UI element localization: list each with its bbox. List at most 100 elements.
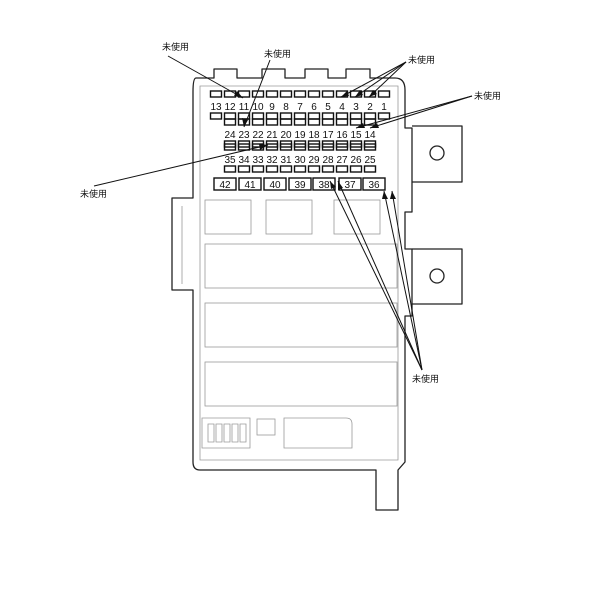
fuse-number: 27 [336,155,348,166]
relay-block-wide-1 [204,243,398,289]
fuse-number: 21 [266,130,278,141]
fuse-slot [363,112,377,120]
fuse-number: 12 [224,102,236,113]
fuse-slot [307,90,321,98]
fuse-slot [349,143,363,151]
fuse-slot [265,143,279,151]
leader-line [369,95,473,129]
callout-unused-top-right: 未使用 [408,54,435,66]
fuse-row-1: 13 12 11 10 9 8 7 6 5 4 3 2 1 [210,102,387,113]
fuse-slot [349,165,363,173]
fuse-number: 31 [280,155,292,166]
callout-unused-bottom-right: 未使用 [412,373,439,385]
fuse-number: 14 [364,130,376,141]
fuse-slot [279,118,293,126]
fuse-slot [223,143,237,151]
fuse-number: 9 [269,102,275,113]
callout-unused-top-left: 未使用 [162,41,189,53]
fuse-slot [265,90,279,98]
leader-line [368,61,407,98]
arrowhead [356,123,365,128]
fuse-number: 34 [238,155,250,166]
fuse-slot [288,177,312,191]
fuse-number: 20 [280,130,292,141]
connector-small [256,418,276,436]
fuse-slot [209,112,223,120]
fuse-number: 16 [336,130,348,141]
leader-line [355,95,473,129]
fuse-slot [307,143,321,151]
fuse-slot [209,90,223,98]
fuse-slot [251,112,265,120]
leader-line [391,190,423,371]
fuse-number: 28 [322,155,334,166]
connector-right [283,417,353,449]
fuse-slot [377,90,391,98]
fuse-slot [377,112,391,120]
fuse-number: 4 [339,102,345,113]
fuse-slot [321,165,335,173]
leader-line [383,190,423,371]
fuse-number: 7 [297,102,303,113]
fuse-slot [307,165,321,173]
fuse-slot [223,90,237,98]
fuse-slot [263,177,287,191]
fuse-slot [279,143,293,151]
arrowhead [338,181,343,190]
callout-unused-top-center: 未使用 [264,48,291,60]
fuse-slot [265,112,279,120]
leader-line [329,180,423,371]
fuse-number: 42 [219,180,231,191]
arrowhead [234,91,243,98]
fuse-slot [251,165,265,173]
fuse-slot [279,165,293,173]
fuse-slot [251,118,265,126]
mounting-hole-lower [429,268,445,284]
fuse-number: 15 [350,130,362,141]
fuse-number: 11 [239,102,250,113]
fuse-slot [363,118,377,126]
arrowhead [390,191,396,199]
fuse-slot [335,118,349,126]
fuse-slot [363,143,377,151]
fuse-slot [223,165,237,173]
fuse-slot [349,118,363,126]
relay-block-wide-2 [204,302,398,348]
fuse-slot [293,90,307,98]
arrowhead [370,123,379,128]
fuse-number: 33 [252,155,264,166]
fuse-number: 41 [244,180,256,191]
fuse-number: 5 [325,102,331,113]
fuse-slot [307,118,321,126]
fuse-number: 3 [353,102,359,113]
fuse-slot [362,177,386,191]
fuse-number: 10 [252,102,264,113]
fuse-number: 1 [381,102,387,113]
fuse-number: 40 [269,180,281,191]
fuse-slot [279,112,293,120]
fuse-box-housing [171,68,463,511]
fuse-number: 24 [224,130,236,141]
fuse-number: 35 [224,155,236,166]
arrowhead [382,191,388,199]
fuse-slot [237,143,251,151]
fuse-number: 13 [210,102,222,113]
fuse-slot [321,118,335,126]
leader-lines [93,55,473,371]
mounting-hole-upper [429,145,445,161]
fuse-number: 17 [322,130,334,141]
relay-block-wide-3 [204,361,398,407]
relay-block-2 [265,199,313,235]
fuse-slot [307,112,321,120]
arrowhead [341,91,349,97]
fuse-number: 37 [344,180,356,191]
fuse-slot [237,165,251,173]
fuse-slot [293,165,307,173]
fuse-slot [321,143,335,151]
fuse-number: 30 [294,155,306,166]
leader-line [167,55,244,99]
fuse-row-4: 42 41 40 39 38 37 36 [219,180,380,191]
fuse-slot [293,143,307,151]
arrowhead [242,118,248,127]
fuse-number: 22 [252,130,264,141]
